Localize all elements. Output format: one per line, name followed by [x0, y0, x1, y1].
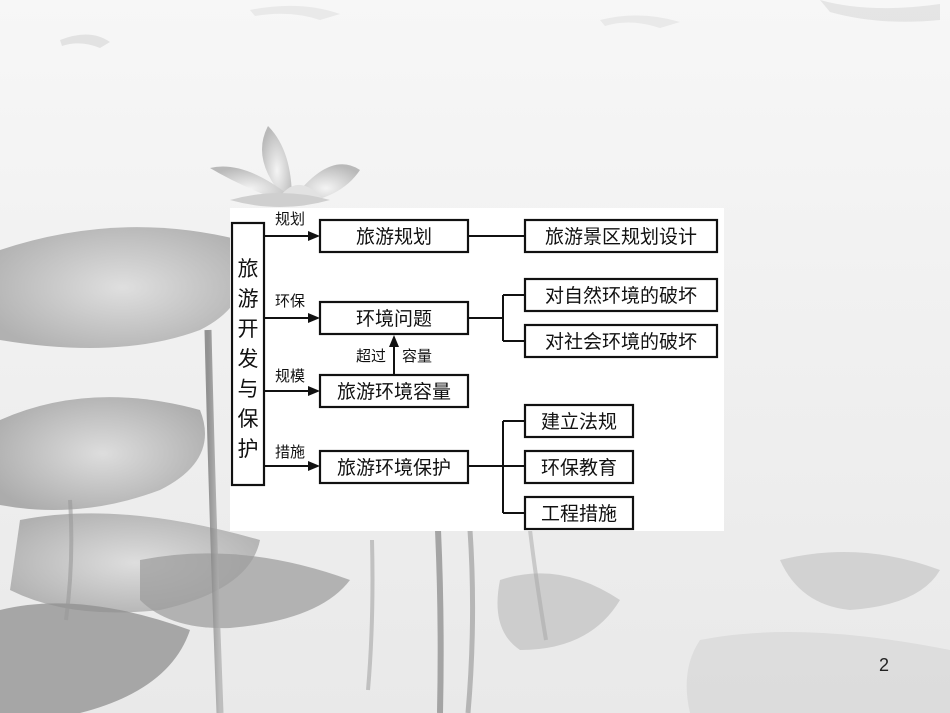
- child-natural-impact-box: [523, 277, 719, 313]
- arrow-head: [308, 386, 320, 396]
- edge-label-scale: 规模: [275, 367, 305, 385]
- arrow-head: [308, 461, 320, 471]
- child-scenic-design: 旅游景区规划设计: [545, 226, 697, 248]
- root-label-char: 与: [238, 377, 259, 401]
- node-environment-problem: 环境问题: [356, 308, 432, 330]
- child-legislation: 建立法规: [541, 411, 617, 433]
- relation-right-label: 容量: [402, 347, 432, 365]
- arrow-head: [308, 231, 320, 241]
- relation-left-label: 超过: [356, 347, 386, 365]
- node-capacity-box: [318, 373, 470, 409]
- node-environment-protection: 旅游环境保护: [337, 457, 451, 479]
- root-label: 旅游开发与保护: [238, 257, 259, 461]
- node-environmental-capacity: 旅游环境容量: [337, 381, 451, 403]
- diagram-panel: [230, 208, 724, 531]
- child-legislation-box: [523, 403, 635, 439]
- edge-label-environment: 环保: [275, 292, 305, 310]
- edge-label-measures: 措施: [275, 443, 305, 461]
- root-label-char: 保: [238, 407, 259, 431]
- child-education-box: [523, 449, 635, 485]
- child-social-impact: 对社会环境的破坏: [545, 331, 697, 353]
- root-box: [230, 221, 266, 487]
- child-natural-impact: 对自然环境的破坏: [545, 285, 697, 307]
- lotus-flower-icon: [210, 126, 360, 207]
- node-protection-box: [318, 449, 470, 485]
- arrow-head: [308, 313, 320, 323]
- child-engineering: 工程措施: [541, 503, 617, 525]
- node-environment-problem-box: [318, 300, 470, 336]
- root-label-char: 游: [238, 287, 259, 311]
- node-tourism-planning-box: [318, 218, 470, 254]
- root-label-char: 护: [238, 437, 259, 461]
- edge-label-planning: 规划: [275, 210, 305, 228]
- child-engineering-box: [523, 495, 635, 531]
- page-number: 2: [879, 655, 890, 675]
- root-label-char: 开: [238, 317, 259, 341]
- child-education: 环保教育: [541, 457, 617, 479]
- child-social-impact-box: [523, 323, 719, 359]
- arrow-head: [389, 335, 399, 347]
- root-label-char: 发: [238, 347, 259, 371]
- root-label-char: 旅: [238, 257, 259, 281]
- child-scenic-design-box: [523, 218, 719, 254]
- node-tourism-planning: 旅游规划: [356, 226, 432, 248]
